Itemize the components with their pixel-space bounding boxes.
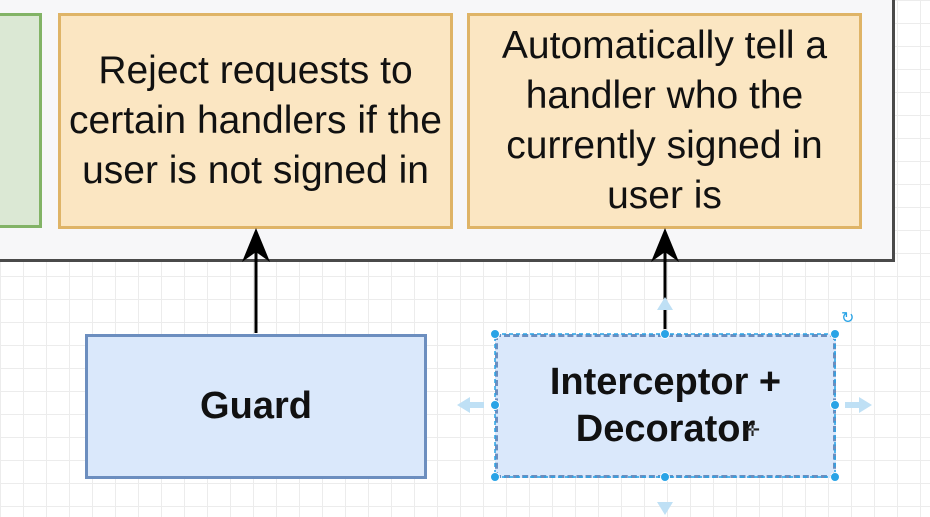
resize-handle-bottom[interactable] <box>660 472 670 482</box>
note-reject-requests-text: Reject requests to certain handlers if t… <box>69 49 442 192</box>
resize-handle-top-right[interactable] <box>830 329 840 339</box>
resize-handle-top-left[interactable] <box>490 329 500 339</box>
guard-node[interactable]: Guard <box>85 334 427 479</box>
rotate-icon[interactable]: ↻ <box>841 310 855 327</box>
green-box[interactable] <box>0 13 42 228</box>
resize-handle-top[interactable] <box>660 329 670 339</box>
note-signed-in-user-text: Automatically tell a handler who the cur… <box>501 24 828 217</box>
resize-handle-right[interactable] <box>830 400 840 410</box>
note-signed-in-user[interactable]: Automatically tell a handler who the cur… <box>467 13 862 229</box>
note-reject-requests[interactable]: Reject requests to certain handlers if t… <box>58 13 453 229</box>
guard-label: Guard <box>200 385 312 427</box>
interceptor-decorator-node[interactable]: Interceptor + Decorator <box>495 334 836 478</box>
move-cursor-icon: ✛ <box>745 420 761 440</box>
resize-handle-bottom-right[interactable] <box>830 472 840 482</box>
resize-handle-bottom-left[interactable] <box>490 472 500 482</box>
resize-handle-left[interactable] <box>490 400 500 410</box>
interceptor-decorator-label: Interceptor + Decorator <box>549 361 782 450</box>
